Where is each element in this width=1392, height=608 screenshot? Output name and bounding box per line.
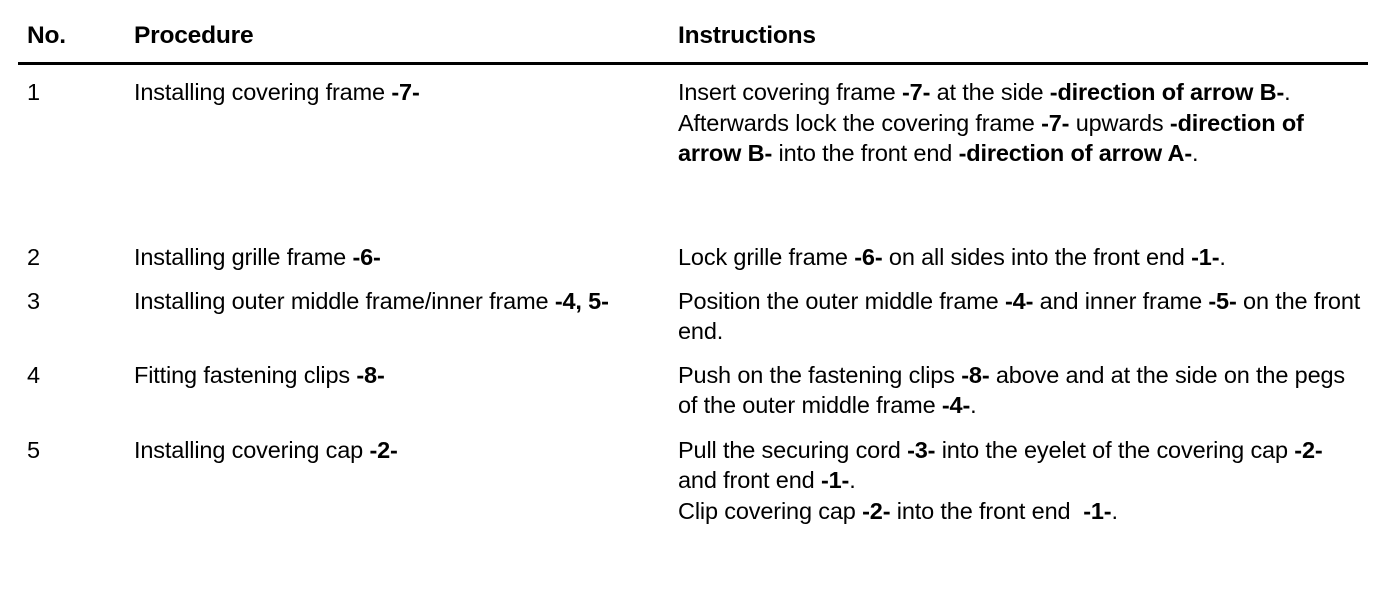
column-header-instructions: Instructions (664, 0, 1368, 65)
cell-procedure: Installing outer middle frame/inner fram… (134, 287, 609, 314)
header-row: No. Procedure Instructions (18, 0, 1368, 65)
cell-instructions: Insert covering frame -7- at the side -d… (664, 64, 1368, 230)
instructions-block: Push on the fastening clips -8- above an… (678, 361, 1346, 419)
instructions-block: Pull the securing cord -3- into the eyel… (678, 436, 1323, 524)
table-row: 1 Installing covering frame -7- Insert c… (18, 64, 1368, 230)
cell-instructions: Pull the securing cord -3- into the eyel… (664, 422, 1368, 531)
table-header: No. Procedure Instructions (18, 0, 1368, 65)
table-body: 1 Installing covering frame -7- Insert c… (18, 64, 1368, 531)
cell-procedure: Installing covering frame -7- (134, 79, 420, 105)
cell-procedure: Installing covering cap -2- (134, 436, 398, 463)
table-row: 5 Installing covering cap -2- Pull the s… (18, 422, 1368, 531)
cell-instructions: Lock grille frame -6- on all sides into … (678, 244, 1226, 270)
table-row: 4 Fitting fastening clips -8- Push on th… (18, 347, 1368, 422)
column-header-no: No. (18, 0, 126, 65)
cell-step-number: 3 (27, 287, 40, 314)
cell-step-number: 1 (27, 79, 40, 105)
column-header-procedure: Procedure (126, 0, 664, 65)
table-row: 3 Installing outer middle frame/inner fr… (18, 273, 1368, 347)
cell-step-number: 5 (27, 436, 40, 463)
cell-instructions: Push on the fastening clips -8- above an… (664, 347, 1368, 422)
cell-procedure: Fitting fastening clips -8- (134, 361, 385, 388)
cell-procedure: Installing grille frame -6- (134, 244, 381, 270)
procedure-table: No. Procedure Instructions 1 Installing … (18, 0, 1368, 531)
cell-step-number: 2 (27, 244, 40, 270)
cell-instructions: Position the outer middle frame -4- and … (678, 287, 1361, 345)
cell-step-number: 4 (27, 361, 40, 388)
table-row: 2 Installing grille frame -6- Lock grill… (18, 229, 1368, 273)
instructions-block: Insert covering frame -7- at the side -d… (678, 79, 1304, 167)
